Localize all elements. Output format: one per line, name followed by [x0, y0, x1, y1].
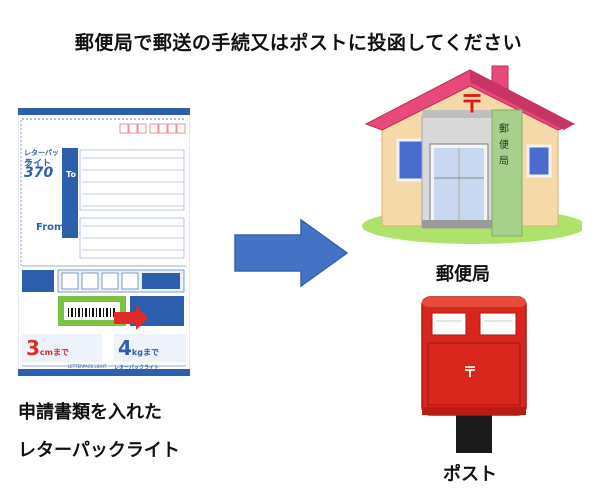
- right-arrow-icon: [234, 218, 349, 288]
- envelope-thickness-unit: cmまで: [39, 348, 69, 357]
- letterpack-envelope: レターパック ライト 370 To From 3cmまで 4kgまで レターパッ…: [17, 107, 191, 377]
- mailbox-icon: [421, 296, 527, 453]
- envelope-footer-sub: LETTERPACK LIGHT: [68, 364, 107, 369]
- envelope-footer-brand: レターパックライト: [114, 365, 159, 371]
- envelope-to-label: To: [66, 170, 76, 179]
- post-office-icon: [362, 65, 582, 244]
- post-office-mark: 〒: [460, 90, 484, 118]
- envelope-brand-line2: ライト: [24, 159, 52, 169]
- envelope-weight-unit: kgまで: [131, 348, 159, 357]
- letterpack-envelope-graphic: [17, 107, 191, 377]
- envelope-from-label: From: [36, 222, 65, 233]
- envelope-caption-line2: レターパックライト: [18, 440, 180, 461]
- envelope-thickness: 3cmまで: [26, 336, 69, 360]
- page-title: 郵便局で郵送の手続又はポストに投函してください: [74, 32, 523, 54]
- envelope-weight-value: 4: [118, 336, 132, 360]
- post-office-label: 郵便局: [436, 264, 490, 285]
- envelope-caption-line1: 申請書類を入れた: [18, 402, 162, 423]
- envelope-price: 370: [24, 165, 54, 181]
- envelope-brand: レターパック: [24, 149, 59, 167]
- post-office-sign: 郵便局: [499, 124, 509, 167]
- mailbox-label: ポスト: [443, 464, 497, 485]
- mailbox-mark: 〒: [463, 365, 477, 381]
- envelope-weight: 4kgまで: [118, 336, 159, 360]
- envelope-thickness-value: 3: [26, 336, 40, 360]
